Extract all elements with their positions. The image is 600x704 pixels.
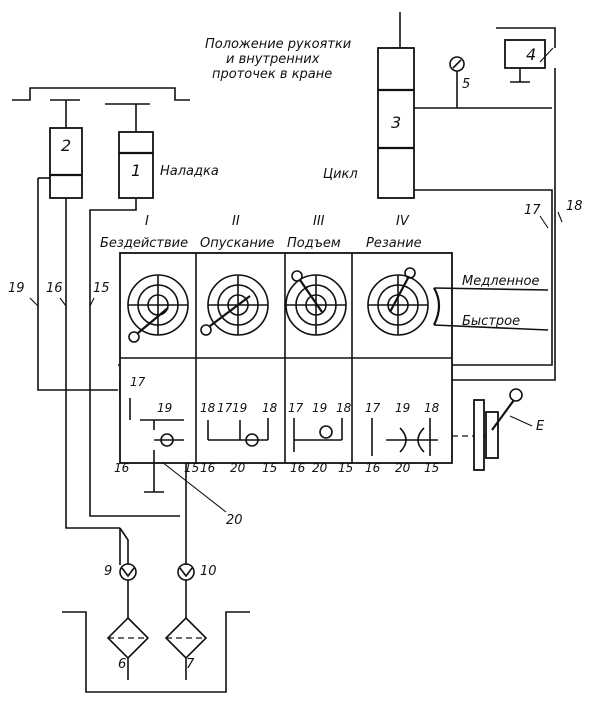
check-valve-9: 9 [104,563,137,618]
svg-text:E: E [536,419,545,434]
svg-text:6: 6 [118,657,126,672]
ports-column-1: 17 19 16 15 [114,375,199,493]
filter-7: 7 [164,616,208,680]
svg-text:9: 9 [104,564,112,579]
line-label-18-top: 18 [566,199,583,214]
svg-text:16: 16 [114,461,130,475]
svg-text:19: 19 [395,401,410,415]
ports-column-3: 17 19 18 16 20 15 [288,401,353,475]
svg-text:Резание: Резание [366,236,422,251]
cylinder-3: 3 [377,12,415,199]
line-label-19-left: 19 [8,281,25,296]
line-label-20: 20 [226,513,243,528]
ports-column-4: 17 19 18 16 20 15 [365,401,440,475]
svg-text:2: 2 [61,136,71,155]
svg-text:7: 7 [186,657,195,672]
svg-text:1: 1 [131,161,141,180]
svg-text:20: 20 [312,461,328,475]
svg-text:III: III [313,214,325,229]
svg-text:19: 19 [312,401,327,415]
svg-text:16: 16 [200,461,216,475]
handle-e: E [452,388,545,471]
caption-line-3: проточек в кране [212,67,332,82]
svg-text:17: 17 [288,401,304,415]
svg-text:5: 5 [462,77,470,92]
check-valve-10: 10 [177,563,217,618]
svg-text:20: 20 [230,461,246,475]
svg-text:17: 17 [217,401,233,415]
label-naladka: Наладка [160,164,219,179]
line-label-16-left: 16 [46,281,63,296]
line-label-15-left: 15 [93,281,110,296]
cylinder-1: 1 [118,104,154,199]
line-label-17-top: 17 [524,203,541,218]
svg-text:19: 19 [157,401,172,415]
svg-text:IV: IV [396,214,410,229]
gauge-5: 5 [449,56,470,108]
label-cycle: Цикл [323,167,358,182]
dial-position-4 [367,267,549,336]
svg-text:15: 15 [338,461,353,475]
svg-text:I: I [145,214,149,229]
position-headings: I Бездействие II Опускание III Подъем IV… [100,214,422,251]
dial-position-1 [127,274,189,343]
filter-6: 6 [106,616,150,680]
svg-text:18: 18 [424,401,440,415]
svg-text:15: 15 [262,461,277,475]
svg-text:4: 4 [526,45,536,64]
svg-text:3: 3 [391,113,401,132]
svg-text:10: 10 [200,564,217,579]
caption-line-2: и внутренних [226,52,320,67]
svg-text:Опускание: Опускание [200,236,274,251]
svg-text:18: 18 [200,401,216,415]
valve-4: 4 [496,27,556,108]
valve-panel [119,252,453,464]
ports-column-2: 18 17 19 18 16 20 15 [200,401,278,475]
svg-text:18: 18 [262,401,278,415]
svg-text:Подъем: Подъем [287,236,341,251]
svg-text:II: II [232,214,240,229]
svg-text:Бездействие: Бездействие [100,236,188,251]
machine-frame [12,87,190,101]
label-fast: Быстрое [462,314,520,329]
svg-text:16: 16 [290,461,306,475]
dial-position-2 [200,274,269,336]
caption-line-1: Положение рукоятки [205,37,351,52]
svg-text:16: 16 [365,461,381,475]
svg-text:19: 19 [232,401,247,415]
svg-text:20: 20 [395,461,411,475]
svg-text:17: 17 [130,375,146,389]
label-slow: Медленное [462,274,539,289]
svg-text:15: 15 [424,461,439,475]
dial-position-3 [285,270,347,336]
svg-text:15: 15 [184,461,199,475]
cylinder-2: 2 [49,100,83,199]
tank [62,611,250,693]
svg-text:17: 17 [365,401,381,415]
svg-text:18: 18 [336,401,352,415]
